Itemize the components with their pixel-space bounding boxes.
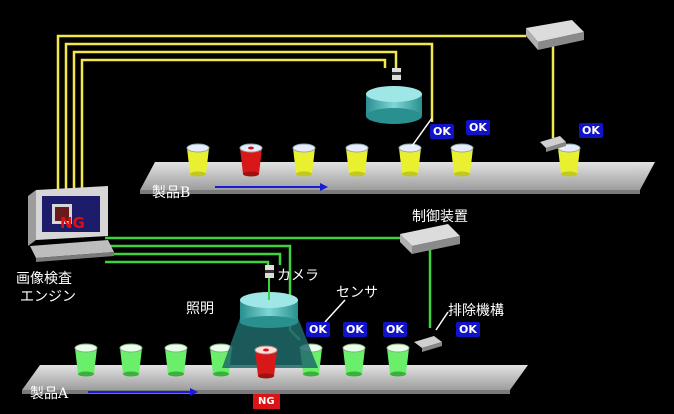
sensor-b-pointer (411, 117, 433, 147)
screen-ng-text: NG (60, 214, 85, 232)
label-engine-line2: エンジン (20, 289, 76, 305)
control-box-a (400, 224, 460, 254)
wiring-line-b (56, 34, 555, 190)
cup (74, 343, 98, 377)
cup (398, 143, 422, 177)
label-engine-line1: 画像検査 (16, 271, 72, 287)
ok-badge: OK (343, 322, 367, 337)
ok-badge: OK (466, 120, 490, 135)
reject-mechanism-a (414, 336, 442, 352)
label-reject-mechanism: 排除機構 (448, 303, 504, 319)
reject-mechanism-b (540, 136, 566, 152)
ok-badge: OK (306, 322, 330, 337)
ok-badge: OK (430, 124, 454, 139)
cup (186, 143, 210, 177)
cup (164, 343, 188, 377)
cup-reject (239, 143, 263, 177)
conveyor-a (22, 365, 528, 396)
cups-line-b (186, 143, 581, 177)
cup (119, 343, 143, 377)
label-lighting: 照明 (186, 301, 214, 317)
label-control-device: 制御装置 (412, 209, 468, 225)
label-product-a: 製品A (30, 386, 69, 402)
conveyor-b (140, 162, 655, 194)
label-product-b: 製品B (152, 185, 191, 201)
cup-reject (254, 345, 278, 379)
label-sensor: センサ (336, 285, 378, 301)
cup (292, 143, 316, 177)
control-box-b (526, 20, 584, 50)
label-camera: カメラ (277, 268, 319, 284)
cup (342, 343, 366, 377)
lighting-b (366, 86, 422, 124)
cup (345, 143, 369, 177)
cup (450, 143, 474, 177)
camera-b (392, 68, 401, 80)
lighting-a (222, 292, 318, 368)
ok-badge: OK (579, 123, 603, 138)
inspection-engine-computer (28, 186, 114, 262)
ng-badge: NG (253, 394, 280, 409)
cup (557, 143, 581, 177)
camera-a (265, 265, 274, 300)
ok-badge: OK (456, 322, 480, 337)
annotation-pointers (324, 299, 449, 331)
cup (386, 343, 410, 377)
ok-badge: OK (383, 322, 407, 337)
